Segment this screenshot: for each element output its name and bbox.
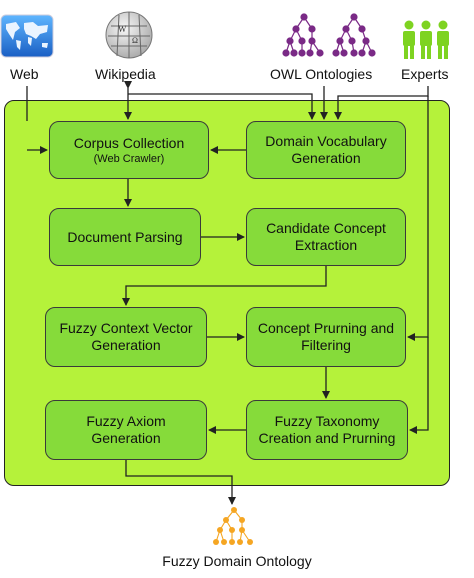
document-parsing-line1: Document Parsing	[67, 228, 183, 245]
svg-text:Ω: Ω	[132, 36, 138, 45]
arrow-candidate-to-context	[122, 266, 327, 306]
experts-people-icon	[400, 20, 452, 60]
world-map-icon	[0, 14, 54, 58]
wikipedia-globe-icon: W Ω	[103, 8, 155, 60]
concept-pruning-line1: Concept Prurning and	[257, 320, 395, 336]
fuzzy-ontology-tree-icon	[212, 506, 256, 550]
arrow-experts-to-domain	[334, 86, 429, 120]
output-label: Fuzzy Domain Ontology	[162, 553, 312, 569]
candidate-concept-box: Candidate Concept Extraction	[246, 208, 406, 266]
source-wikipedia-label: Wikipedia	[95, 66, 156, 82]
fuzzy-taxonomy-box: Fuzzy Taxonomy Creation and Prurning	[246, 400, 408, 460]
domain-vocabulary-line2: Generation	[291, 150, 361, 166]
fuzzy-axiom-line2: Generation	[91, 430, 161, 446]
domain-vocabulary-line1: Domain Vocabulary	[265, 133, 387, 149]
arrow-experts-to-pruning	[407, 96, 429, 341]
source-experts-label: Experts	[401, 66, 449, 82]
fuzzy-context-box: Fuzzy Context Vector Generation	[45, 307, 207, 367]
candidate-concept-line2: Extraction	[294, 237, 358, 253]
concept-pruning-line2: Filtering	[301, 337, 351, 353]
arrow-web-to-corpus	[26, 86, 47, 150]
domain-vocabulary-box: Domain Vocabulary Generation	[246, 121, 406, 179]
candidate-concept-line1: Candidate Concept	[266, 220, 386, 236]
concept-pruning-box: Concept Prurning and Filtering	[246, 307, 406, 367]
corpus-collection-subtitle: (Web Crawler)	[93, 152, 165, 165]
fuzzy-axiom-line1: Fuzzy Axiom	[86, 413, 166, 429]
arrow-experts-to-taxonomy	[409, 337, 429, 434]
owl-ontology-tree-icon	[282, 12, 392, 62]
fuzzy-taxonomy-line2: Creation and Prurning	[258, 430, 396, 446]
source-web-label: Web	[10, 66, 39, 82]
corpus-collection-box: Corpus Collection (Web Crawler)	[49, 121, 209, 179]
fuzzy-taxonomy-line1: Fuzzy Taxonomy	[274, 413, 380, 429]
fuzzy-context-line1: Fuzzy Context Vector	[59, 320, 193, 336]
corpus-collection-title: Corpus Collection	[73, 134, 185, 151]
fuzzy-axiom-box: Fuzzy Axiom Generation	[45, 400, 207, 460]
source-owl-label: OWL Ontologies	[270, 66, 373, 82]
svg-text:W: W	[118, 24, 127, 34]
arrow-axiom-to-output	[125, 460, 236, 505]
arrow-wikipedia-to-domain	[128, 93, 316, 120]
document-parsing-box: Document Parsing	[49, 208, 201, 266]
fuzzy-context-line2: Generation	[91, 337, 161, 353]
